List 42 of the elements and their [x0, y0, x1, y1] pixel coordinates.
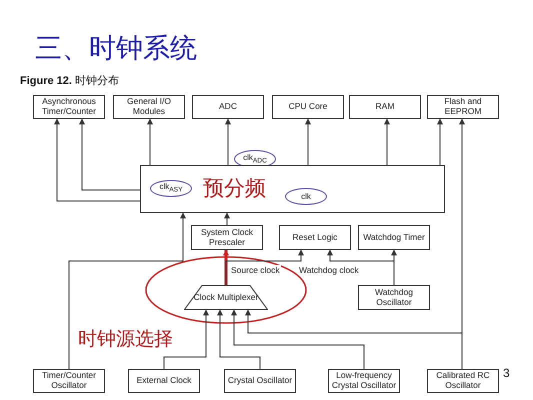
component-box: Calibrated RC Oscillator	[427, 369, 499, 393]
arrow	[68, 212, 186, 370]
arrow	[384, 118, 390, 166]
multiplexer-trapezoid: Clock Multiplexer	[184, 285, 268, 310]
component-box: Low-frequency Crystal Oscillator	[328, 369, 400, 393]
component-box: General I/O Modules	[113, 95, 185, 119]
component-box: RAM	[349, 95, 421, 119]
component-box: Reset Logic	[279, 225, 351, 250]
component-box: Crystal Oscillator	[224, 369, 296, 393]
clock-ellipse: clk	[285, 188, 327, 205]
component-box: Watchdog Oscillator	[358, 285, 430, 310]
arrow	[391, 249, 397, 286]
arrow	[225, 118, 231, 166]
component-box: System Clock Prescaler	[191, 225, 263, 250]
arrow	[217, 309, 260, 370]
page-number: 3	[503, 366, 510, 380]
annotation-text: 预分频	[203, 176, 266, 200]
arrow	[437, 118, 443, 166]
arrow	[224, 212, 230, 226]
clock-unit-box	[140, 165, 445, 213]
component-box: ADC	[192, 95, 264, 119]
component-box: Timer/Counter Oscillator	[33, 369, 105, 393]
annotation-text: 时钟源选择	[78, 327, 173, 352]
page-title: 三、时钟系统	[35, 32, 197, 66]
edge-label: Watchdog clock	[298, 265, 360, 275]
arrow	[223, 249, 229, 285]
component-box: CPU Core	[272, 95, 344, 119]
component-box: External Clock	[128, 369, 200, 393]
component-box: Asynchronous Timer/Counter	[33, 95, 105, 119]
arrow	[459, 118, 465, 370]
arrow	[164, 309, 209, 370]
arrow	[79, 118, 140, 190]
arrow	[147, 118, 153, 166]
clock-ellipse: clk$_{ASY}$	[150, 180, 192, 197]
edge-label: Source clock	[230, 265, 281, 275]
figure-caption: Figure 12. 时钟分布	[20, 74, 120, 88]
arrow	[226, 249, 304, 286]
arrow	[231, 309, 364, 370]
arrow	[54, 118, 140, 202]
component-box: Watchdog Timer	[358, 225, 430, 250]
component-box: Flash and EEPROM	[427, 95, 499, 119]
arrow	[305, 118, 311, 166]
